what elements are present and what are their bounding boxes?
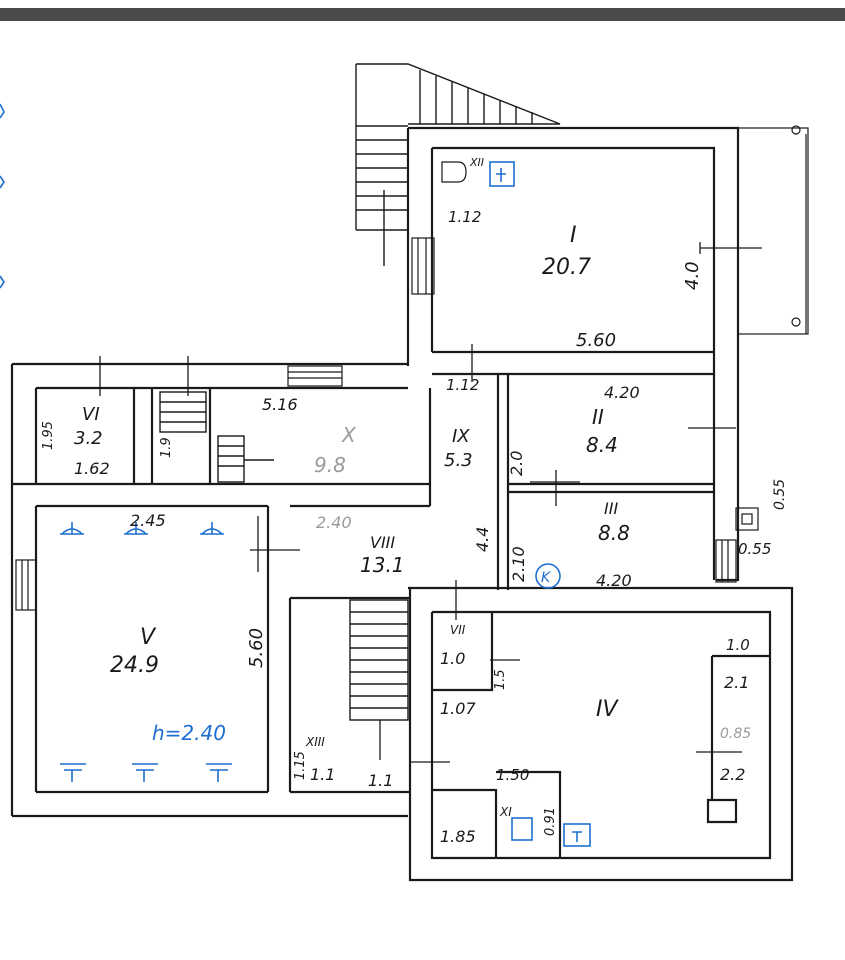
closet-c: 2.2: [720, 765, 745, 784]
room-II-width: 4.20: [604, 383, 640, 402]
room-IX-number: IX: [452, 426, 470, 447]
stairs-center: [349, 599, 409, 721]
windows: [15, 125, 809, 611]
room-V-number: V: [140, 625, 157, 650]
room-V-area: 24.9: [110, 653, 159, 678]
room-XI-bottom: 1.85: [440, 827, 476, 846]
room-IX-area: 5.3: [444, 450, 473, 471]
room-XIII-area: 1.1: [310, 765, 335, 784]
room-II-height: 2.0: [507, 451, 526, 476]
stair-dim: 1.9: [159, 437, 174, 458]
viewer-top-bar: [0, 0, 845, 22]
room-II-area: 8.4: [586, 433, 618, 457]
wall-upper-inner: [432, 146, 716, 580]
room-labels: I 20.7 5.60 4.0 XII 1.12 1.12 IX 5.3 4.2…: [41, 156, 788, 846]
room-XI-number: XI: [499, 805, 512, 819]
room-VI-area: 3.2: [74, 428, 103, 449]
stairs-top: [355, 63, 561, 266]
room-V-height: 5.60: [246, 628, 267, 668]
shaft-b: 0.55: [738, 540, 771, 558]
room-III-width: 4.20: [596, 571, 632, 590]
marker-k: K: [541, 570, 552, 586]
room-VI-height: 1.95: [41, 421, 56, 450]
door-marks: [99, 242, 762, 763]
room-VII-height: 1.5: [493, 669, 508, 690]
room-III-number: III: [604, 499, 618, 518]
room-IX-width: 1.12: [446, 376, 479, 394]
room-VI-number: VI: [82, 404, 100, 425]
room-IV-width: 1.07: [440, 699, 476, 718]
room-XI-height: 0.91: [543, 807, 558, 836]
room-VIII-number: VIII: [370, 533, 395, 552]
walls: [10, 126, 794, 882]
room-VII-area: 1.0: [440, 649, 465, 668]
shaft-a: 0.55: [772, 479, 788, 510]
room-III-area: 8.8: [598, 521, 630, 545]
room-X-area: 9.8: [314, 453, 346, 477]
room-V-dim: 2.45: [130, 511, 166, 530]
wc-fixtures: [441, 161, 759, 531]
room-V-ceiling: h=2.40: [152, 721, 226, 745]
wall-upper-outer: [408, 126, 740, 582]
room-VIII-area: 13.1: [360, 553, 405, 577]
room-VIII-height: 4.4: [473, 527, 492, 552]
room-II-number: II: [592, 405, 604, 429]
room-VIII-width: 2.40: [316, 513, 352, 532]
room-IV-number: IV: [596, 697, 619, 722]
wc-XII-dim: 1.12: [448, 208, 481, 226]
viewer-top-strip: [0, 8, 845, 21]
room-I-width: 5.60: [576, 330, 616, 351]
closet-b: 0.85: [720, 726, 751, 742]
room-X-width: 5.16: [262, 395, 298, 414]
room-XI-width: 1.50: [496, 766, 529, 784]
room-XIII-width: 1.1: [368, 771, 393, 790]
marker-k-circle: [535, 563, 561, 589]
blue-fixtures: [0, 103, 591, 847]
room-III-height: 2.10: [509, 546, 528, 582]
closet-width: 1.0: [726, 636, 750, 654]
room-XIII-height: 1.15: [293, 751, 308, 780]
stairs-left: [159, 391, 274, 483]
room-VII-number: VII: [450, 623, 466, 637]
closet-a: 2.1: [724, 673, 749, 692]
room-I-height: 4.0: [682, 261, 703, 290]
room-XIII-number: XIII: [305, 735, 325, 749]
room-I-number: I: [570, 223, 577, 248]
wc-XII-number: XII: [469, 156, 484, 169]
room-X-number: X: [341, 423, 357, 447]
room-VI-width: 1.62: [74, 459, 110, 478]
room-I-area: 20.7: [542, 255, 591, 280]
